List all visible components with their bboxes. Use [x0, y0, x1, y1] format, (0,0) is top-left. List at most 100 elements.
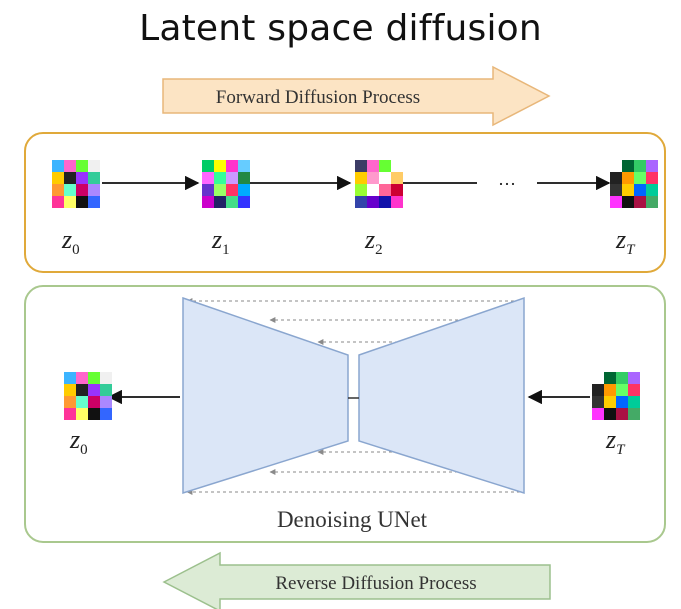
- latent-pixel: [76, 408, 88, 420]
- latent-pixel: [100, 372, 112, 384]
- latent-pixel: [634, 160, 646, 172]
- latent-pixel: [88, 396, 100, 408]
- forward-process-arrow: Forward Diffusion Process: [162, 65, 551, 127]
- ellipsis-label: ···: [498, 174, 516, 194]
- reverse-arrow-shape: [162, 551, 551, 609]
- latent-pixel: [202, 172, 214, 184]
- node-label-zT: zT: [615, 225, 636, 258]
- latent-pixel: [592, 396, 604, 408]
- node-label-z0: z0: [61, 225, 80, 258]
- latent-pixel: [379, 184, 391, 196]
- latent-grid-z0: [52, 160, 100, 208]
- latent-pixel: [646, 172, 658, 184]
- latent-pixel: [76, 384, 88, 396]
- latent-pixel: [634, 196, 646, 208]
- latent-grid-zT: [610, 160, 658, 208]
- latent-pixel: [238, 196, 250, 208]
- latent-pixel: [214, 160, 226, 172]
- latent-pixel: [592, 408, 604, 420]
- latent-pixel: [52, 160, 64, 172]
- latent-pixel: [610, 160, 622, 172]
- latent-pixel: [100, 384, 112, 396]
- unet-label: Denoising UNet: [277, 507, 428, 532]
- node-label-z1: z1: [211, 225, 230, 258]
- latent-grid-z2: [355, 160, 403, 208]
- latent-pixel: [628, 396, 640, 408]
- node-label-z0-reverse: z0: [69, 425, 88, 458]
- reverse-process-arrow: Reverse Diffusion Process: [162, 551, 551, 609]
- latent-grid-zT-reverse: [592, 372, 640, 420]
- latent-pixel: [76, 160, 88, 172]
- reverse-process-box: [24, 285, 666, 543]
- latent-pixel: [592, 372, 604, 384]
- node-label-zT-reverse: zT: [605, 425, 626, 458]
- latent-pixel: [64, 396, 76, 408]
- latent-pixel: [604, 372, 616, 384]
- latent-pixel: [628, 384, 640, 396]
- latent-pixel: [214, 172, 226, 184]
- latent-pixel: [391, 184, 403, 196]
- latent-pixel: [88, 196, 100, 208]
- latent-pixel: [646, 184, 658, 196]
- latent-pixel: [616, 372, 628, 384]
- latent-pixel: [379, 172, 391, 184]
- latent-pixel: [379, 160, 391, 172]
- latent-pixel: [646, 160, 658, 172]
- unet-encoder: [182, 296, 349, 495]
- latent-pixel: [100, 408, 112, 420]
- latent-pixel: [238, 172, 250, 184]
- latent-pixel: [622, 160, 634, 172]
- latent-pixel: [76, 172, 88, 184]
- latent-pixel: [226, 172, 238, 184]
- reverse-arrow-label: Reverse Diffusion Process: [275, 573, 476, 594]
- node-symbol: z: [605, 425, 616, 454]
- latent-pixel: [622, 196, 634, 208]
- latent-pixel: [76, 196, 88, 208]
- latent-pixel: [391, 160, 403, 172]
- latent-pixel: [634, 172, 646, 184]
- node-subscript: 2: [375, 242, 383, 258]
- forward-arrow-shape: [162, 65, 551, 127]
- latent-pixel: [628, 408, 640, 420]
- latent-pixel: [355, 184, 367, 196]
- unet-decoder: [358, 296, 525, 495]
- latent-pixel: [52, 196, 64, 208]
- latent-pixel: [88, 408, 100, 420]
- latent-pixel: [88, 384, 100, 396]
- latent-pixel: [238, 184, 250, 196]
- latent-pixel: [391, 196, 403, 208]
- node-subscript: T: [616, 442, 626, 458]
- latent-pixel: [76, 396, 88, 408]
- latent-pixel: [64, 408, 76, 420]
- latent-pixel: [367, 196, 379, 208]
- latent-pixel: [355, 196, 367, 208]
- diagram-title: Latent space diffusion: [139, 8, 542, 49]
- latent-pixel: [214, 196, 226, 208]
- latent-pixel: [88, 172, 100, 184]
- latent-pixel: [76, 372, 88, 384]
- latent-pixel: [100, 396, 112, 408]
- latent-pixel: [64, 196, 76, 208]
- node-subscript: 0: [80, 442, 88, 458]
- latent-pixel: [610, 172, 622, 184]
- forward-process-box: [24, 132, 666, 273]
- latent-pixel: [622, 184, 634, 196]
- latent-pixel: [616, 408, 628, 420]
- latent-pixel: [88, 372, 100, 384]
- latent-pixel: [64, 372, 76, 384]
- latent-pixel: [646, 196, 658, 208]
- latent-pixel: [64, 184, 76, 196]
- latent-pixel: [64, 384, 76, 396]
- latent-pixel: [202, 160, 214, 172]
- node-symbol: z: [364, 225, 375, 254]
- latent-pixel: [367, 184, 379, 196]
- latent-pixel: [367, 160, 379, 172]
- latent-pixel: [610, 196, 622, 208]
- node-symbol: z: [211, 225, 222, 254]
- latent-pixel: [634, 184, 646, 196]
- node-subscript: T: [626, 242, 636, 258]
- latent-pixel: [226, 196, 238, 208]
- latent-pixel: [367, 172, 379, 184]
- latent-pixel: [88, 184, 100, 196]
- latent-pixel: [604, 396, 616, 408]
